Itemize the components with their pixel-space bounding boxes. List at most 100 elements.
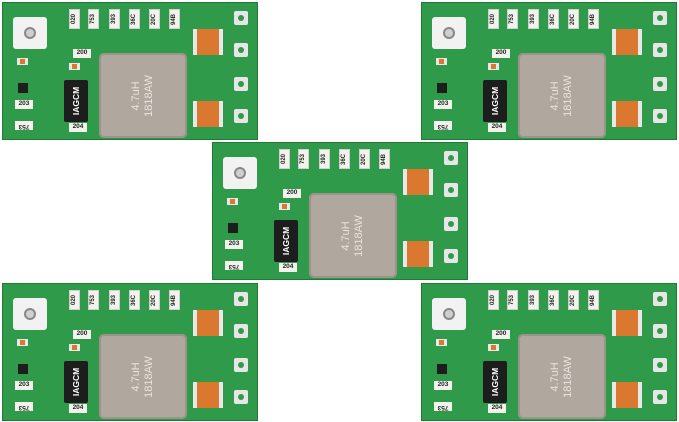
resistor-753: 753 <box>88 9 99 29</box>
resistor-753b: 753 <box>434 402 452 411</box>
resistor-393: 393 <box>528 9 539 29</box>
resistor-200: 200 <box>492 49 510 58</box>
solder-pad-4 <box>234 109 248 123</box>
ic-chip-label: IAGCM <box>490 367 500 397</box>
solder-pad-1 <box>653 11 667 25</box>
resistor-753b: 753 <box>15 121 33 130</box>
solder-pad-2 <box>234 324 248 338</box>
solder-pad-3 <box>653 358 667 372</box>
diode <box>228 223 238 233</box>
resistor-203: 203 <box>15 381 33 390</box>
resistor-20c: 20C <box>568 9 579 29</box>
resistor-393: 393 <box>109 9 120 29</box>
resistor-200: 200 <box>73 49 91 58</box>
resistor-020: 020 <box>488 290 499 310</box>
trimmer-potentiometer <box>13 17 47 49</box>
resistor-94b: 94B <box>588 9 599 29</box>
resistor-753b: 753 <box>434 121 452 130</box>
solder-pad-2 <box>653 324 667 338</box>
ic-chip-label: IAGCM <box>490 86 500 116</box>
smd-component <box>17 58 28 65</box>
inductor-label: 4.7uH 1818AW <box>549 74 574 117</box>
ic-chip: IAGCM <box>64 361 88 403</box>
pcb-board-1: 020 753 393 36C 20C 94B 200 203 753 204 … <box>2 2 258 140</box>
solder-pad-2 <box>444 183 458 197</box>
smd-component <box>436 339 447 346</box>
resistor-20c: 20C <box>359 149 370 169</box>
capacitor-small <box>69 344 80 351</box>
inductor-label: 4.7uH 1818AW <box>549 355 574 398</box>
capacitor-bottom <box>193 382 223 408</box>
capacitor-top <box>403 169 433 195</box>
trimmer-potentiometer <box>13 298 47 330</box>
solder-pad-3 <box>234 358 248 372</box>
resistor-36c: 36C <box>339 149 350 169</box>
capacitor-top <box>193 29 223 55</box>
ic-chip: IAGCM <box>483 361 507 403</box>
capacitor-top <box>612 29 642 55</box>
resistor-393: 393 <box>528 290 539 310</box>
diode <box>437 83 447 93</box>
resistor-36c: 36C <box>129 9 140 29</box>
solder-pad-3 <box>653 77 667 91</box>
pcb-board-2: 020 753 393 36C 20C 94B 200 203 753 204 … <box>421 2 677 140</box>
inductor: 4.7uH 1818AW <box>518 53 606 138</box>
pcb-board-5: 020 753 393 36C 20C 94B 200 203 753 204 … <box>421 283 677 421</box>
pcb-board-3: 020 753 393 36C 20C 94B 200 203 753 204 … <box>212 142 468 280</box>
resistor-753: 753 <box>298 149 309 169</box>
resistor-94b: 94B <box>169 290 180 310</box>
resistor-203: 203 <box>434 381 452 390</box>
resistor-753: 753 <box>507 290 518 310</box>
inductor: 4.7uH 1818AW <box>518 334 606 419</box>
solder-pad-1 <box>653 292 667 306</box>
diode <box>18 83 28 93</box>
resistor-204: 204 <box>488 123 506 132</box>
solder-pad-4 <box>653 390 667 404</box>
capacitor-small <box>69 63 80 70</box>
resistor-20c: 20C <box>149 290 160 310</box>
capacitor-small <box>488 344 499 351</box>
solder-pad-1 <box>234 292 248 306</box>
ic-chip-label: IAGCM <box>71 86 81 116</box>
inductor: 4.7uH 1818AW <box>99 334 187 419</box>
capacitor-bottom <box>403 241 433 267</box>
resistor-203: 203 <box>225 240 243 249</box>
resistor-20c: 20C <box>149 9 160 29</box>
solder-pad-1 <box>444 151 458 165</box>
solder-pad-4 <box>444 249 458 263</box>
capacitor-bottom <box>193 101 223 127</box>
diode <box>18 364 28 374</box>
resistor-753b: 753 <box>15 402 33 411</box>
inductor-label: 4.7uH 1818AW <box>130 74 155 117</box>
resistor-204: 204 <box>69 404 87 413</box>
inductor: 4.7uH 1818AW <box>99 53 187 138</box>
resistor-203: 203 <box>434 100 452 109</box>
resistor-204: 204 <box>69 123 87 132</box>
resistor-94b: 94B <box>169 9 180 29</box>
smd-component <box>17 339 28 346</box>
resistor-020: 020 <box>69 9 80 29</box>
resistor-36c: 36C <box>548 9 559 29</box>
ic-chip: IAGCM <box>483 80 507 122</box>
resistor-20c: 20C <box>568 290 579 310</box>
solder-pad-2 <box>234 43 248 57</box>
resistor-94b: 94B <box>588 290 599 310</box>
solder-pad-4 <box>653 109 667 123</box>
resistor-393: 393 <box>319 149 330 169</box>
resistor-753b: 753 <box>225 261 243 270</box>
inductor: 4.7uH 1818AW <box>309 193 397 278</box>
resistor-204: 204 <box>488 404 506 413</box>
resistor-753: 753 <box>88 290 99 310</box>
ic-chip: IAGCM <box>64 80 88 122</box>
capacitor-small <box>488 63 499 70</box>
capacitor-bottom <box>612 382 642 408</box>
solder-pad-1 <box>234 11 248 25</box>
resistor-020: 020 <box>279 149 290 169</box>
diode <box>437 364 447 374</box>
inductor-label: 4.7uH 1818AW <box>340 214 365 257</box>
resistor-203: 203 <box>15 100 33 109</box>
resistor-753: 753 <box>507 9 518 29</box>
resistor-020: 020 <box>488 9 499 29</box>
smd-component <box>436 58 447 65</box>
capacitor-top <box>193 310 223 336</box>
